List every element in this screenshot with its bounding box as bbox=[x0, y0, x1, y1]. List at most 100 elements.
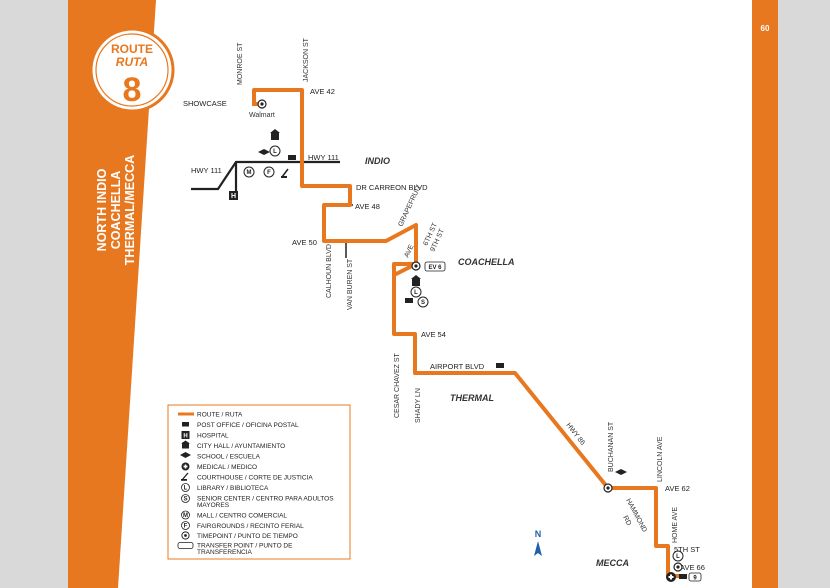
north-letter: N bbox=[535, 529, 542, 539]
street-ave48: AVE 48 bbox=[355, 202, 380, 211]
badge-ruta-text: RUTA bbox=[116, 55, 148, 69]
library-icon: L bbox=[269, 145, 281, 157]
fairgrounds-icon: F bbox=[263, 166, 275, 178]
school-icon-mecca bbox=[615, 469, 627, 475]
senior-legend-letter: S bbox=[183, 497, 187, 503]
hospital-icon: H bbox=[229, 191, 238, 200]
city-thermal: THERMAL bbox=[450, 393, 494, 403]
legend-senior-center: SENIOR CENTER / CENTRO PARA ADULTOS bbox=[197, 496, 334, 503]
library-legend-letter: L bbox=[184, 486, 188, 492]
post-office-legend-icon bbox=[182, 422, 189, 427]
side-title-line3: THERMAL/MECCA bbox=[123, 155, 137, 265]
label-walmart: Walmart bbox=[249, 112, 275, 119]
badge-route-text: ROUTE bbox=[111, 42, 153, 56]
street-dr-carreon: DR CARREON BLVD bbox=[356, 183, 428, 192]
senior-letter-coachella: S bbox=[421, 300, 425, 306]
page-number: 60 bbox=[761, 24, 770, 33]
mall-letter: M bbox=[247, 170, 252, 176]
timepoint-icon bbox=[257, 99, 267, 109]
page-number-tab bbox=[752, 0, 778, 588]
side-tab bbox=[68, 0, 156, 588]
street-rd: RD bbox=[621, 515, 632, 527]
post-office-icon-airport bbox=[496, 363, 504, 368]
legend-box bbox=[167, 404, 351, 560]
legend-senior-center-2: MAYORES bbox=[197, 502, 230, 509]
mall-legend-icon bbox=[181, 510, 190, 520]
street-ave66: AVE 66 bbox=[680, 563, 705, 572]
legend-hospital: HOSPITAL bbox=[197, 433, 229, 440]
legend-transfer: TRANSFER POINT / PUNTO DE bbox=[197, 543, 293, 550]
hospital-legend-icon bbox=[181, 431, 190, 439]
mall-icon: M bbox=[243, 166, 255, 178]
timepoint-legend-icon bbox=[181, 531, 190, 540]
route-map: 60 ROUTE RUTA 8 NORTH INDIO COACHELLA TH… bbox=[68, 0, 778, 588]
label-showcase: SHOWCASE bbox=[183, 99, 227, 108]
street-5th: 5TH ST bbox=[674, 545, 700, 554]
street-lincoln: LINCOLN AVE bbox=[657, 436, 664, 482]
route-badge: ROUTE RUTA 8 bbox=[89, 27, 175, 113]
street-monroe: MONROE ST bbox=[237, 42, 244, 85]
post-office-icon-mecca bbox=[679, 574, 687, 579]
medical-legend-icon bbox=[181, 462, 190, 471]
street-ave-label: AVE bbox=[403, 243, 415, 258]
legend-school: SCHOOL / ESCUELA bbox=[197, 454, 261, 461]
courthouse-legend-icon bbox=[181, 472, 189, 481]
side-title: NORTH INDIO COACHELLA THERMAL/MECCA bbox=[95, 155, 137, 265]
street-airport: AIRPORT BLVD bbox=[430, 362, 485, 371]
street-ave50: AVE 50 bbox=[292, 238, 317, 247]
library-icon-coachella: L bbox=[410, 286, 422, 298]
fair-legend-letter: F bbox=[184, 524, 188, 530]
city-hall-icon-coachella bbox=[411, 275, 421, 286]
city-hall-legend-icon bbox=[181, 440, 190, 449]
legend-timepoint: TIMEPOINT / PUNTO DE TIEMPO bbox=[197, 533, 298, 540]
map-page: 60 ROUTE RUTA 8 NORTH INDIO COACHELLA TH… bbox=[68, 0, 778, 588]
transfer-letter-mecca: 9 bbox=[693, 576, 697, 582]
transfer-point-icon-coachella: EV 6 bbox=[424, 261, 446, 272]
library-letter-coachella: L bbox=[414, 290, 418, 296]
legend-post-office: POST OFFICE / OFICINA POSTAL bbox=[197, 422, 299, 429]
school-icon bbox=[258, 149, 270, 155]
street-home: HOME AVE bbox=[672, 507, 679, 543]
legend-transfer-2: TRANSFERENCIA bbox=[197, 549, 253, 556]
school-legend-icon bbox=[180, 452, 191, 458]
legend-courthouse: COURTHOUSE / CORTE DE JUSTICIA bbox=[197, 475, 313, 482]
street-buchanan: BUCHANAN ST bbox=[608, 421, 615, 472]
fairgrounds-legend-icon bbox=[181, 521, 190, 530]
street-van-buren: VAN BUREN ST bbox=[347, 258, 354, 310]
senior-center-icon-coachella: S bbox=[417, 296, 429, 308]
badge-number: 8 bbox=[123, 71, 142, 109]
city-coachella: COACHELLA bbox=[458, 257, 515, 267]
street-calhoun: CALHOUN BLVD bbox=[326, 244, 333, 298]
senior-center-legend-icon bbox=[181, 494, 190, 503]
hwy-111-road bbox=[191, 160, 340, 191]
street-ave62: AVE 62 bbox=[665, 484, 690, 493]
mall-legend-letter: M bbox=[183, 513, 188, 519]
street-ave54: AVE 54 bbox=[421, 330, 446, 339]
legend-route: ROUTE / RUTA bbox=[197, 412, 243, 419]
street-shady: SHADY LN bbox=[415, 388, 422, 423]
street-hwy86: HWY 86 bbox=[564, 422, 586, 447]
post-office-icon bbox=[288, 155, 296, 160]
side-title-line2: COACHELLA bbox=[109, 171, 123, 249]
timepoint-icon-ave62 bbox=[603, 483, 613, 493]
timepoint-icon-mecca bbox=[673, 562, 683, 572]
library-letter: L bbox=[273, 149, 277, 155]
courthouse-icon bbox=[281, 168, 289, 178]
transfer-point-icon-mecca: 9 bbox=[688, 572, 702, 582]
legend-medical: MEDICAL / MEDICO bbox=[197, 464, 257, 471]
library-icon-mecca: L bbox=[672, 550, 684, 562]
library-letter-mecca: L bbox=[676, 554, 680, 560]
fair-letter: F bbox=[267, 170, 271, 176]
north-arrow-icon bbox=[534, 541, 542, 556]
legend: ROUTE / RUTA POST OFFICE / OFICINA POSTA… bbox=[167, 404, 351, 560]
street-cesar-chavez: CESAR CHAVEZ ST bbox=[394, 352, 401, 418]
legend-mall: MALL / CENTRO COMERCIAL bbox=[197, 513, 287, 520]
post-office-icon-coachella bbox=[405, 298, 413, 303]
street-hwy111-right: HWY 111 bbox=[308, 153, 339, 162]
street-jackson: JACKSON ST bbox=[303, 37, 310, 82]
route-line bbox=[252, 88, 680, 578]
street-ave42: AVE 42 bbox=[310, 87, 335, 96]
library-legend-icon bbox=[181, 483, 190, 492]
north-arrow: N bbox=[534, 529, 542, 556]
timepoint-icon-coachella bbox=[411, 261, 421, 271]
